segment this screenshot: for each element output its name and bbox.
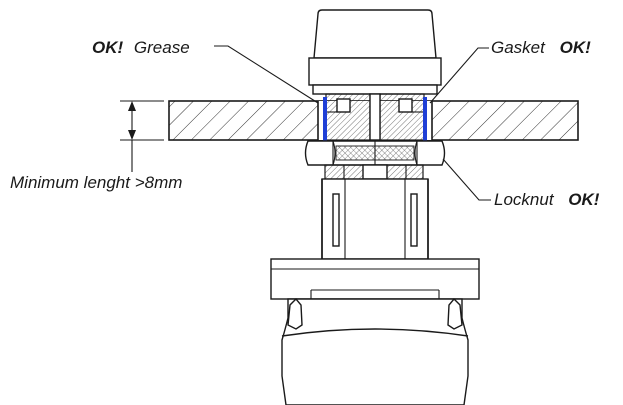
thickness-dimension [120,100,164,172]
minimum-length-label: Minimum lenght >8mm [10,173,182,192]
thread-ring [324,164,424,180]
gasket-ok: OK! [560,38,592,57]
locknut-label: Locknut OK! [494,190,600,209]
locknut-text: Locknut [494,190,555,209]
locknut [304,140,446,166]
grease-label: OK! Grease [92,38,190,57]
gasket-text: Gasket [491,38,546,57]
contact-block [270,258,480,405]
grease-text: Grease [134,38,190,57]
leader-lines [214,45,491,201]
stem [321,178,429,260]
grease-ok: OK! [92,38,124,57]
locknut-ok: OK! [568,190,600,209]
bushing-body [325,93,425,141]
gasket-label: Gasket OK! [491,38,591,57]
gasket [323,97,427,141]
actuator-cap [308,9,442,95]
